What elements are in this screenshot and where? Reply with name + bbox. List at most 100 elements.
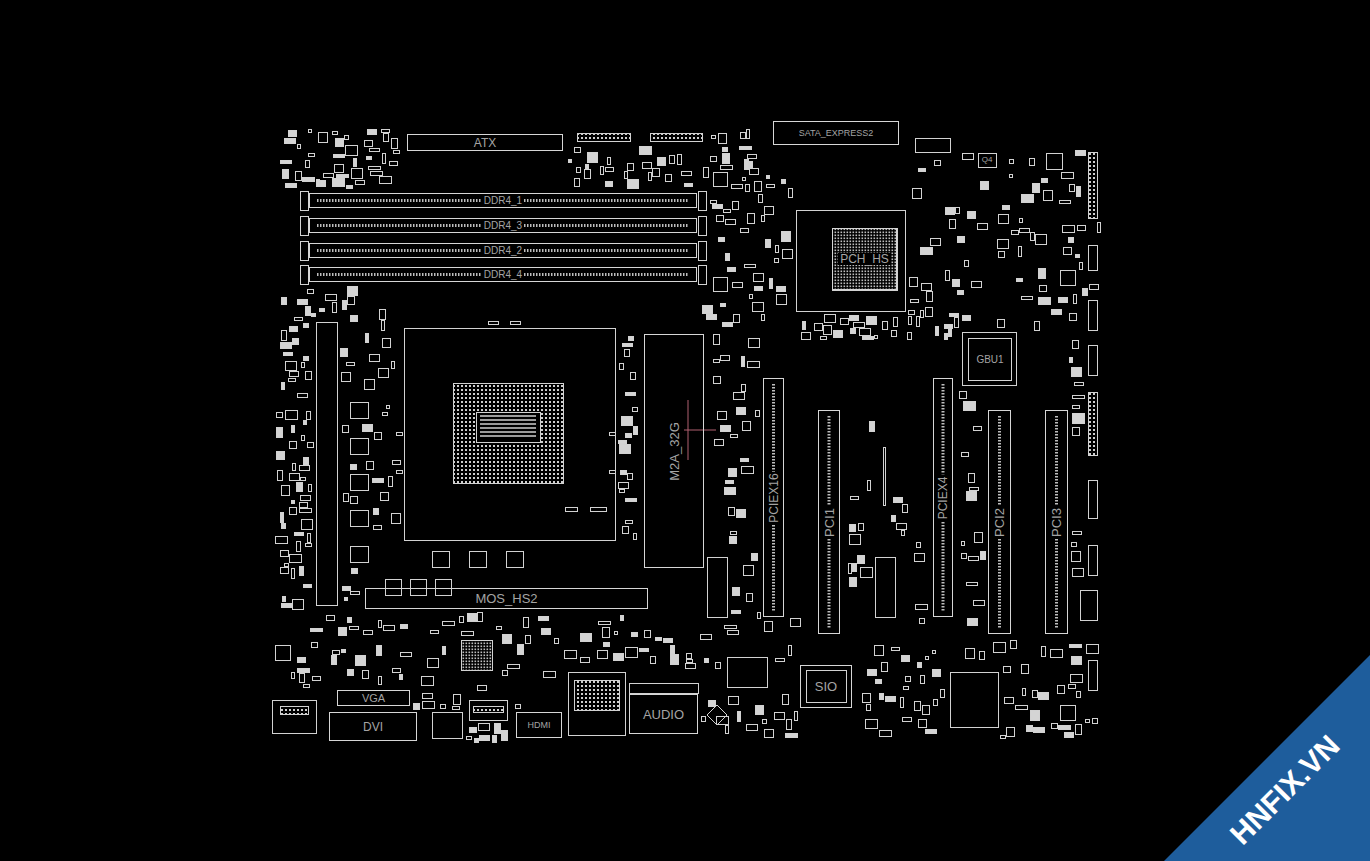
smd-pad [767, 185, 775, 188]
mosfet [507, 552, 524, 568]
smd-pad [964, 402, 976, 411]
smd-pad [1042, 647, 1046, 657]
smd-pad [401, 625, 408, 629]
smd-pad [555, 639, 559, 644]
smd-pad [313, 677, 321, 681]
smd-pad [875, 646, 884, 656]
smd-pad [625, 350, 630, 357]
smd-pad [354, 159, 357, 167]
smd-pad [384, 134, 389, 142]
smd-pad [965, 261, 969, 267]
smd-pad [470, 728, 477, 733]
smd-pad [702, 717, 706, 722]
smd-pad [285, 139, 296, 144]
smd-pad [950, 314, 959, 317]
smd-pad [643, 163, 652, 169]
smd-pad [1060, 201, 1071, 204]
smd-pad [756, 411, 760, 417]
smd-pad [565, 651, 577, 659]
part-label: PCI2 [993, 506, 1006, 539]
part-label: VGA [360, 693, 387, 704]
smd-pad [1073, 532, 1082, 535]
smd-pad [431, 631, 439, 634]
smd-pad [824, 326, 832, 335]
smd-pad [290, 474, 300, 481]
lan-pins [575, 681, 620, 711]
smd-pad [290, 555, 302, 563]
core-stripe [480, 435, 536, 437]
board-part-box: DDR4_3 [309, 218, 697, 233]
smd-pad [468, 614, 477, 622]
smd-pad [526, 636, 531, 644]
smd-pad [742, 467, 754, 474]
smd-pad [575, 179, 580, 187]
smd-pad [1042, 179, 1048, 183]
smd-pad [309, 154, 315, 157]
smd-pad [709, 701, 716, 707]
smd-pad [974, 427, 982, 431]
smd-pad [750, 169, 759, 175]
chip [728, 658, 768, 688]
smd-pad [634, 534, 637, 540]
smd-pad [369, 167, 381, 170]
smd-pad [670, 156, 675, 164]
smd-pad [303, 178, 315, 182]
smd-pad [341, 349, 348, 357]
usb-header [708, 558, 728, 618]
smd-pad [289, 131, 297, 137]
smd-pad [967, 583, 978, 586]
smd-pad [401, 653, 412, 657]
smd-pad [289, 379, 296, 382]
smd-pad [281, 513, 284, 523]
edge-header [1089, 393, 1098, 456]
smd-pad [365, 380, 375, 390]
smd-pad [960, 392, 967, 399]
smd-pad [656, 638, 662, 641]
transistor-outline [979, 154, 997, 168]
smd-pad [909, 317, 912, 325]
smd-pad [363, 425, 373, 432]
smd-pad [298, 300, 308, 305]
smd-pad [1070, 358, 1073, 363]
smd-pad [278, 471, 283, 481]
smd-pad [375, 433, 382, 440]
smd-pad [392, 514, 401, 524]
board-part-box: GBU1 [968, 338, 1012, 381]
smd-pad [1073, 428, 1080, 436]
smd-pad [300, 674, 305, 683]
smd-pad [335, 165, 344, 173]
smd-pad [1001, 736, 1006, 739]
lga-pad-field [454, 384, 564, 484]
smd-pad [1036, 235, 1047, 245]
smd-pad [1073, 341, 1079, 349]
smd-pad [783, 695, 789, 705]
smd-pad [308, 443, 314, 448]
smd-pad [723, 154, 730, 164]
smd-pad [304, 585, 312, 588]
smd-pad [475, 739, 479, 743]
smd-pad [926, 730, 937, 734]
smd-pad [392, 139, 398, 149]
smd-pad [309, 485, 312, 492]
smd-pad [374, 526, 382, 530]
smd-pad [744, 566, 754, 576]
smd-pad [906, 677, 911, 682]
smd-pad [640, 147, 652, 155]
smd-pad [1073, 414, 1085, 424]
smd-pad [904, 687, 909, 690]
smd-pad [776, 246, 779, 253]
smd-pad [927, 292, 933, 302]
dimm-latch [301, 217, 309, 236]
smd-pad [762, 216, 765, 222]
watermark: HNFIX.VN [1225, 730, 1345, 850]
board-part-box: VGA [337, 690, 410, 706]
smd-pad [1030, 159, 1035, 166]
smd-pad [400, 675, 403, 680]
smd-pad [1033, 691, 1038, 698]
smd-pad [747, 594, 753, 602]
board-part-box: SIO [800, 665, 852, 708]
ps2-port [273, 701, 317, 734]
part-label: M2A_32G [668, 420, 681, 483]
smd-pad [606, 182, 613, 187]
